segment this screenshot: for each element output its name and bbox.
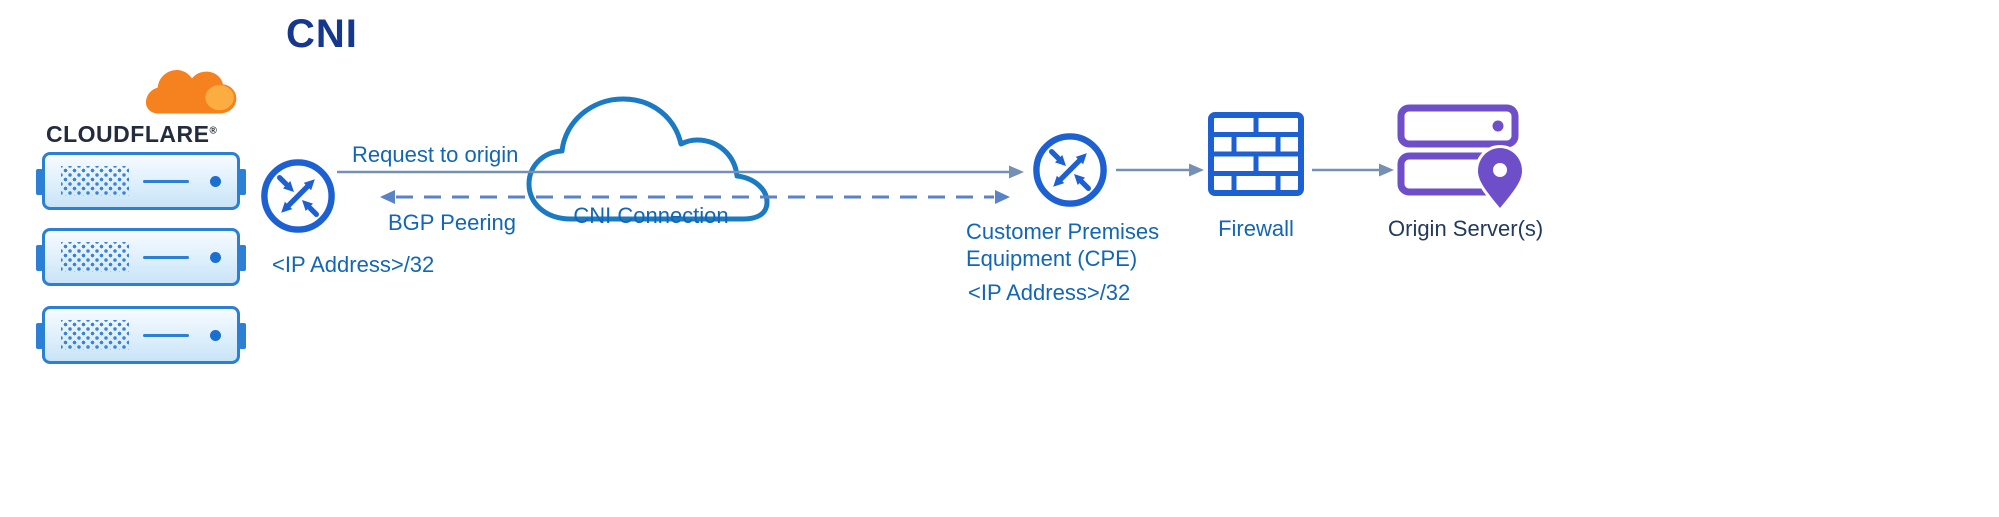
server-slot-line bbox=[143, 255, 189, 259]
request-to-origin-label: Request to origin bbox=[352, 142, 519, 167]
server-tab-right bbox=[239, 169, 246, 195]
server-tab-right bbox=[239, 323, 246, 349]
server-led-dot bbox=[210, 175, 221, 187]
firewall-label: Firewall bbox=[1218, 216, 1294, 241]
server-led-dot bbox=[210, 251, 221, 263]
server-dot-grid bbox=[61, 242, 129, 272]
cni-connection-label: CNI Connection bbox=[573, 203, 729, 228]
server-slot-line bbox=[143, 333, 189, 337]
origin-server-label: Origin Server(s) bbox=[1388, 216, 1544, 241]
server-led-dot bbox=[210, 329, 221, 341]
cpe-label: Customer Premises Equipment (CPE) bbox=[966, 218, 1159, 272]
server-tab-left bbox=[36, 323, 43, 349]
registered-mark: ® bbox=[209, 125, 218, 137]
cpe-label-line2: Equipment (CPE) bbox=[966, 246, 1138, 271]
server-tab-right bbox=[239, 245, 246, 271]
cpe-label-line1: Customer Premises bbox=[966, 219, 1160, 244]
location-pin-icon bbox=[1474, 144, 1526, 213]
cpe-router-icon bbox=[1033, 133, 1107, 207]
bgp-peering-label: BGP Peering bbox=[388, 210, 517, 235]
firewall-to-origin-arrow bbox=[1312, 163, 1394, 177]
cloudflare-logo: CLOUDFLARE® bbox=[44, 70, 240, 148]
cpe-to-firewall-arrow bbox=[1116, 163, 1204, 177]
cloudflare-server-icon bbox=[36, 306, 246, 364]
cloudflare-wordmark-text: CLOUDFLARE bbox=[46, 121, 210, 147]
origin-server-icon bbox=[1397, 104, 1526, 213]
cloudflare-wordmark: CLOUDFLARE® bbox=[46, 121, 217, 148]
diagram-title: CNI bbox=[286, 12, 358, 56]
server-tab-left bbox=[36, 169, 43, 195]
cloudflare-server-icon bbox=[36, 152, 246, 210]
cni-cloud-icon bbox=[526, 96, 770, 222]
cpe-ip-label: <IP Address>/32 bbox=[968, 280, 1131, 305]
cloudflare-router-ip-label: <IP Address>/32 bbox=[272, 252, 435, 277]
server-tab-left bbox=[36, 245, 43, 271]
server-slot-line bbox=[143, 179, 189, 183]
cloudflare-router-icon bbox=[261, 159, 335, 233]
server-dot-grid bbox=[61, 320, 129, 350]
firewall-icon bbox=[1208, 112, 1304, 196]
cloudflare-cloud-icon bbox=[146, 70, 237, 114]
server-dot-grid bbox=[61, 166, 129, 196]
cloudflare-server-icon bbox=[36, 228, 246, 286]
